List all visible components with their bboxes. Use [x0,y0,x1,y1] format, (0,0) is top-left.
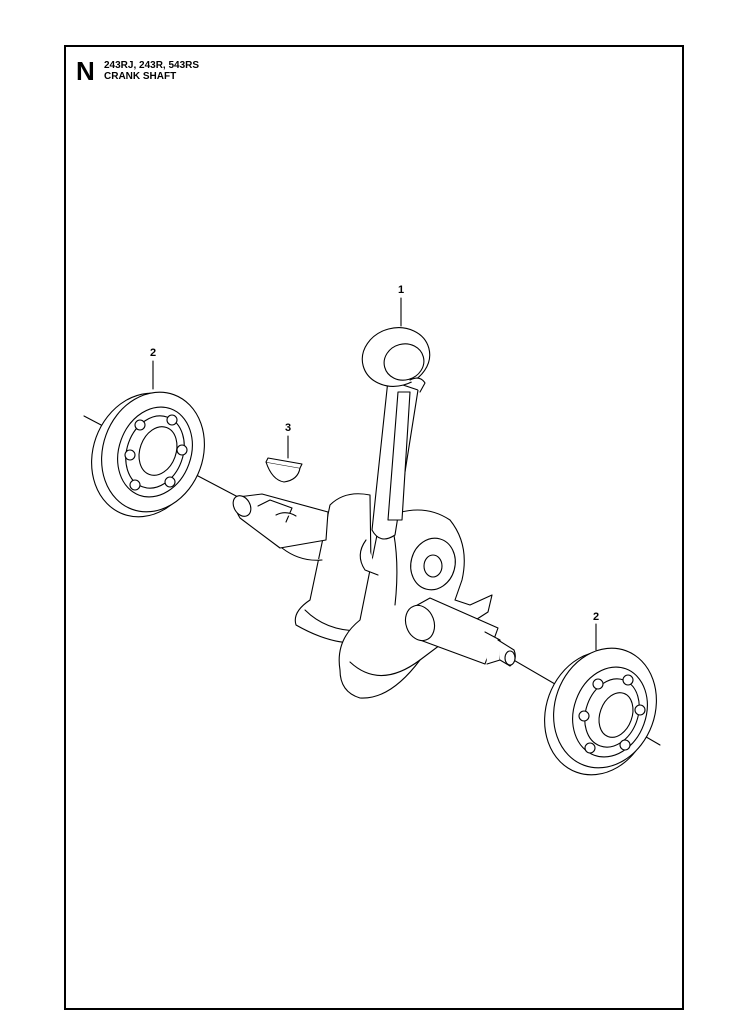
woodruff-key [265,457,303,483]
connecting-rod [359,327,431,576]
crankshaft [232,493,516,699]
right-ball-bearing [544,647,657,776]
callout-leaders [152,297,597,651]
callout-1: 1 [398,284,404,296]
section-letter: N [76,56,95,86]
page-header: 243RJ, 243R, 543RS CRANK SHAFT [104,60,199,82]
left-ball-bearing [91,391,205,518]
callout-3: 3 [285,422,291,434]
models-label: 243RJ, 243R, 543RS [104,60,200,71]
callout-2-left: 2 [150,347,156,359]
callout-2-right: 2 [593,611,599,623]
page-title: CRANK SHAFT [104,71,177,82]
